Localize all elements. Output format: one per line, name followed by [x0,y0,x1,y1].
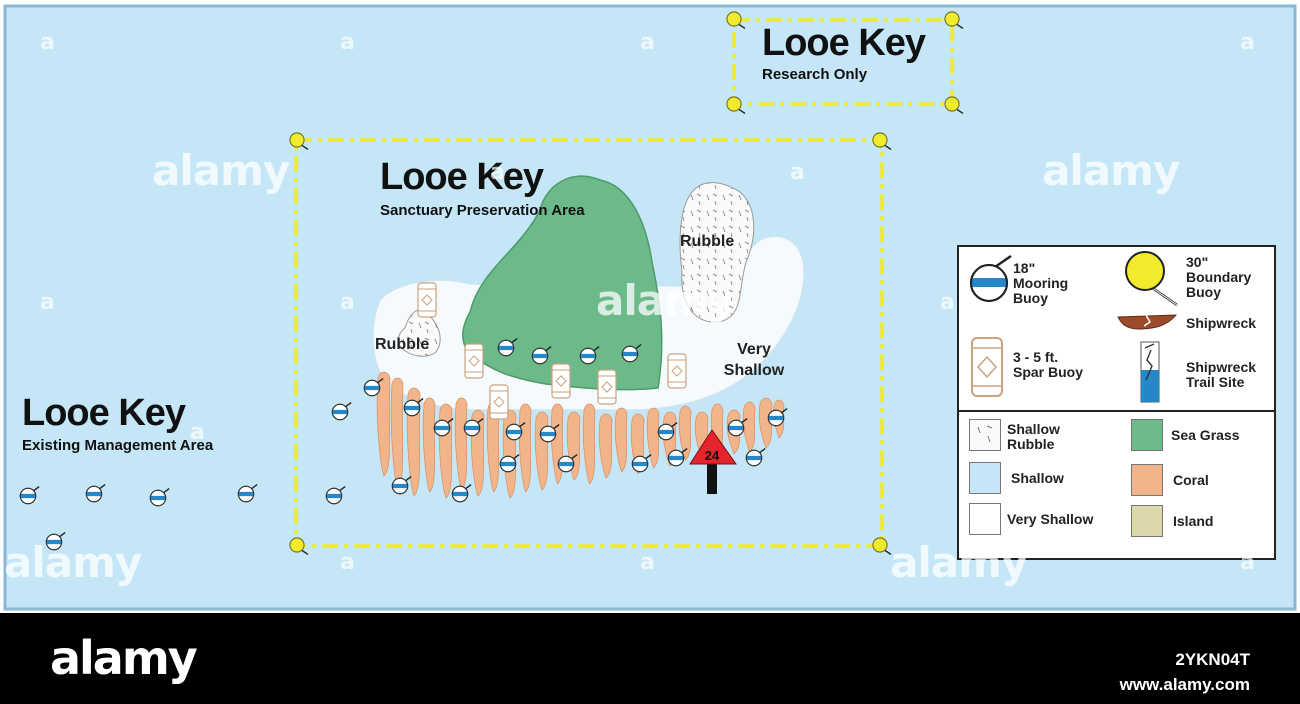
very-shallow-label: Very Shallow [723,341,785,379]
coral-finger [598,413,613,479]
watermark-letter: a [490,160,505,185]
watermark-letter: a [40,30,55,55]
spar-buoy [489,384,509,420]
watermark-letter: a [340,30,355,55]
watermark-letter: a [790,160,805,185]
spar-buoy [597,369,617,405]
legend-coral: Coral [1173,472,1209,488]
shipwreck-icon [1117,314,1178,330]
coral-finger [758,397,773,449]
trail-site-marker: 24 [689,429,737,494]
stock-footer: alamy 2YKN04T www.alamy.com [0,613,1300,704]
watermark-brand: alamy [4,538,142,587]
coral-finger [646,407,660,469]
existing-title: Looe Key [22,392,186,434]
legend-island: Island [1173,513,1214,529]
legend-shipwreck: Shipwreck [1186,315,1257,331]
coral-finger [678,405,692,461]
legend-spar-buoy: 3 - 5 ft. Spar Buoy [1013,349,1084,380]
rubble-area-top [679,182,755,323]
research-subtitle: Research Only [762,66,868,83]
swatch-coral [1131,464,1163,496]
coral-finger [614,407,628,473]
watermark-brand: alamy [890,538,1028,587]
watermark-brand: alamy [596,276,734,325]
legend-very-shallow: Very Shallow [1007,511,1094,527]
watermark-letter: a [40,290,55,315]
watermark-letter: a [340,290,355,315]
footer-brand-logo: alamy [50,631,198,685]
watermark-letter: a [190,420,205,445]
coral-finger [582,403,596,485]
rubble-label-top: Rubble [680,233,735,250]
footer-image-info: 2YKN04T www.alamy.com [1120,647,1250,697]
boundary-buoy-icon [1125,251,1178,307]
coral-finger [742,401,756,453]
swatch-very-shallow [969,503,1001,535]
legend-divider [959,410,1274,412]
legend-mooring-buoy: 18" Mooring Buoy [1013,260,1069,306]
watermark-letter: a [1240,30,1255,55]
spar-buoy [464,343,484,379]
watermark-letter: a [640,30,655,55]
legend-shipwreck-trail: Shipwreck Trail Site [1186,359,1257,390]
spar-buoy [417,282,437,318]
legend-boundary-buoy: 30" Boundary Buoy [1186,254,1252,300]
existing-subtitle: Existing Management Area [22,437,214,454]
watermark-letter: a [940,290,955,315]
legend-shallow-rubble: Shallow Rubble [1007,421,1060,452]
watermark-brand: alamy [152,146,290,195]
coral-finger [422,397,436,493]
sanctuary-boundary [294,138,884,548]
research-boundary [732,18,954,106]
trail-site-number: 24 [705,448,720,463]
swatch-shallow [969,462,1001,494]
map-legend: 18" Mooring Buoy 30" Boundary Buoy Shipw… [957,245,1276,560]
watermark-brand: alamy [1042,146,1180,195]
legend-sea-grass: Sea Grass [1171,427,1240,443]
shipwreck-trail-icon [1140,341,1160,403]
spar-buoy [667,353,687,389]
watermark-letter: a [640,550,655,575]
sanctuary-title: Looe Key [380,156,544,198]
mooring-buoy-icon [970,254,1012,302]
sanctuary-subtitle: Sanctuary Preservation Area [380,202,585,219]
swatch-shallow-rubble [969,419,1001,451]
swatch-island [1131,505,1163,537]
footer-site: www.alamy.com [1119,675,1250,694]
coral-finger [518,403,532,493]
coral-finger [390,377,404,491]
rubble-label-left: Rubble [375,336,430,353]
spar-buoy [551,363,571,399]
swatch-sea-grass [1131,419,1163,451]
research-title: Looe Key [762,22,926,64]
watermark-letter: a [1240,550,1255,575]
coral-finger [454,397,468,491]
legend-shallow: Shallow [1011,470,1064,486]
coral-finger [376,371,391,477]
sea-grass-area [462,175,663,391]
spar-buoy-icon [971,337,1003,397]
footer-image-id: 2YKN04T [1175,650,1250,669]
watermark-letter: a [340,550,355,575]
